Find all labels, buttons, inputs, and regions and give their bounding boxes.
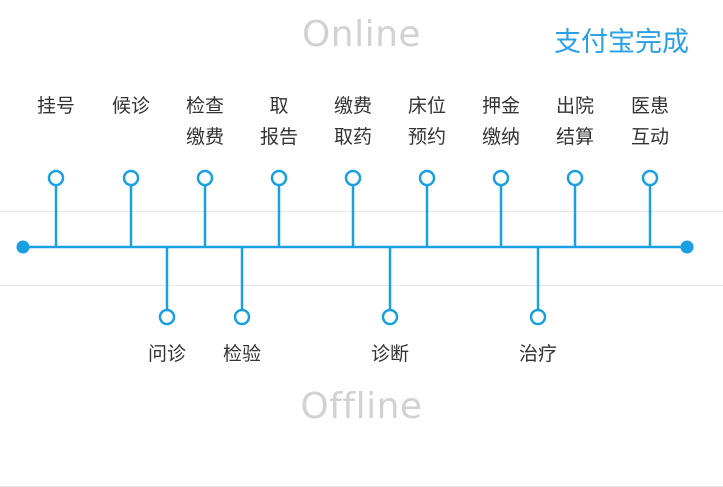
offline-node-1	[158, 308, 176, 326]
alipay-completed-label: 支付宝完成	[554, 27, 689, 58]
online-step-9-line1: 医患	[630, 95, 669, 117]
timeline-end-dot	[680, 240, 694, 254]
online-node-2	[122, 169, 140, 187]
online-step-1-line1: 挂号	[36, 95, 75, 117]
online-step-9: 医患 互动	[610, 91, 690, 153]
online-panel	[0, 0, 723, 212]
online-step-3: 检查 缴费	[165, 91, 245, 153]
online-step-8: 出院 结算	[535, 91, 615, 153]
timeline-diagram	[16, 169, 694, 326]
online-node-7	[492, 169, 510, 187]
online-step-3-line2: 缴费	[185, 126, 224, 148]
offline-title: Offline	[300, 386, 423, 427]
online-step-8-line1: 出院	[555, 95, 594, 117]
online-step-1: 挂号	[16, 91, 96, 122]
offline-node-2	[233, 308, 251, 326]
online-step-4-line2: 报告	[259, 126, 298, 148]
online-title: Online	[301, 14, 422, 55]
online-node-1	[47, 169, 65, 187]
offline-node-4	[529, 308, 547, 326]
online-step-7: 押金 缴纳	[461, 91, 541, 153]
online-step-7-line2: 缴纳	[481, 126, 520, 148]
online-step-5-line1: 缴费	[333, 95, 372, 117]
online-node-4	[270, 169, 288, 187]
offline-connectors	[158, 247, 547, 326]
online-node-5	[344, 169, 362, 187]
online-step-2-line1: 候诊	[111, 95, 150, 117]
offline-step-4: 治疗	[518, 343, 557, 365]
online-step-6-line1: 床位	[407, 95, 446, 117]
online-step-4-line1: 取	[269, 95, 289, 117]
online-step-6: 床位 预约	[387, 91, 467, 153]
online-step-5-line2: 取药	[333, 126, 372, 148]
offline-node-3	[381, 308, 399, 326]
online-connectors	[47, 169, 659, 247]
offline-step-2: 检验	[222, 343, 261, 365]
online-node-9	[641, 169, 659, 187]
timeline-start-dot	[16, 240, 30, 254]
online-step-5: 缴费 取药	[313, 91, 393, 153]
online-step-8-line2: 结算	[555, 126, 594, 148]
online-node-8	[566, 169, 584, 187]
online-step-2: 候诊	[91, 91, 171, 122]
offline-step-1: 问诊	[147, 343, 186, 365]
online-step-7-line1: 押金	[481, 95, 520, 117]
online-step-9-line2: 互动	[630, 126, 669, 148]
online-step-3-line1: 检查	[185, 95, 224, 117]
online-node-3	[196, 169, 214, 187]
online-node-6	[418, 169, 436, 187]
online-step-6-line2: 预约	[407, 126, 446, 148]
offline-step-3: 诊断	[370, 343, 409, 365]
online-step-4: 取 报告	[239, 91, 319, 153]
